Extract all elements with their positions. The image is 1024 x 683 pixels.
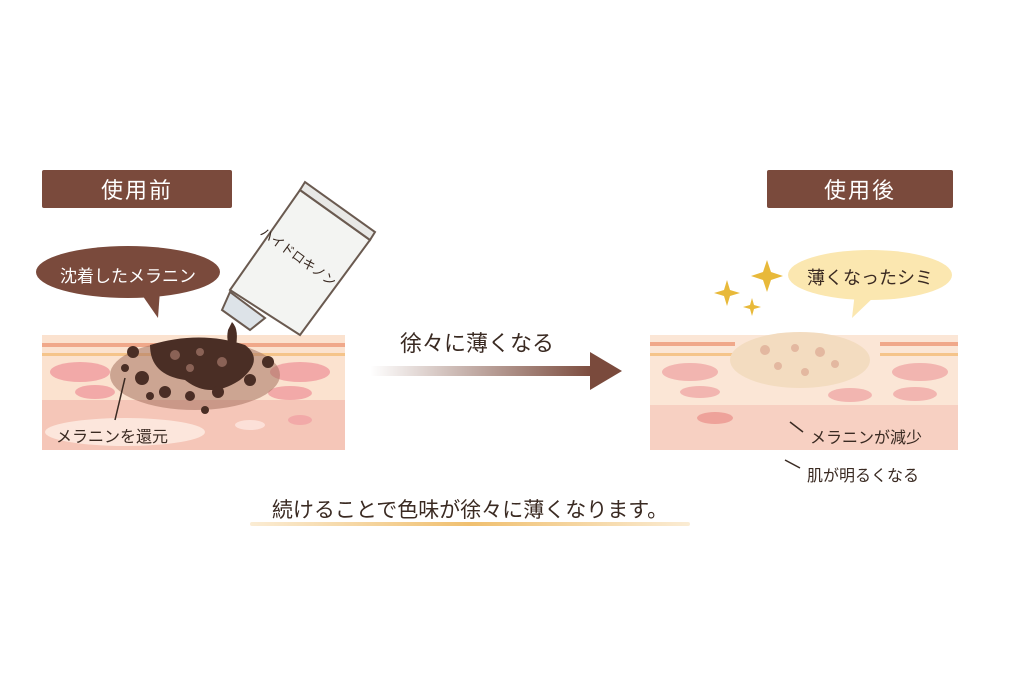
sparkle-icon bbox=[714, 260, 783, 316]
skin-before bbox=[42, 335, 345, 450]
before-label: 使用前 bbox=[42, 170, 232, 208]
caption: 続けることで色味が徐々に薄くなります。 bbox=[271, 498, 669, 522]
bubble-before bbox=[36, 246, 220, 318]
before-annotation: メラニンを還元 bbox=[56, 427, 169, 446]
after-bubble-text: 薄くなったシミ bbox=[807, 268, 933, 289]
caption-underline bbox=[250, 522, 690, 526]
after-annotation-1: メラニンが減少 bbox=[810, 428, 923, 447]
hydroquinone-tube bbox=[220, 180, 377, 350]
before-bubble-text: 沈着したメラニン bbox=[60, 267, 196, 287]
skin-after bbox=[650, 332, 958, 469]
arrow-label: 徐々に薄くなる bbox=[400, 332, 555, 357]
after-label: 使用後 bbox=[767, 170, 953, 208]
progress-arrow bbox=[370, 352, 622, 390]
after-annotation-2: 肌が明るくなる bbox=[807, 466, 920, 485]
bubble-after bbox=[788, 250, 952, 318]
